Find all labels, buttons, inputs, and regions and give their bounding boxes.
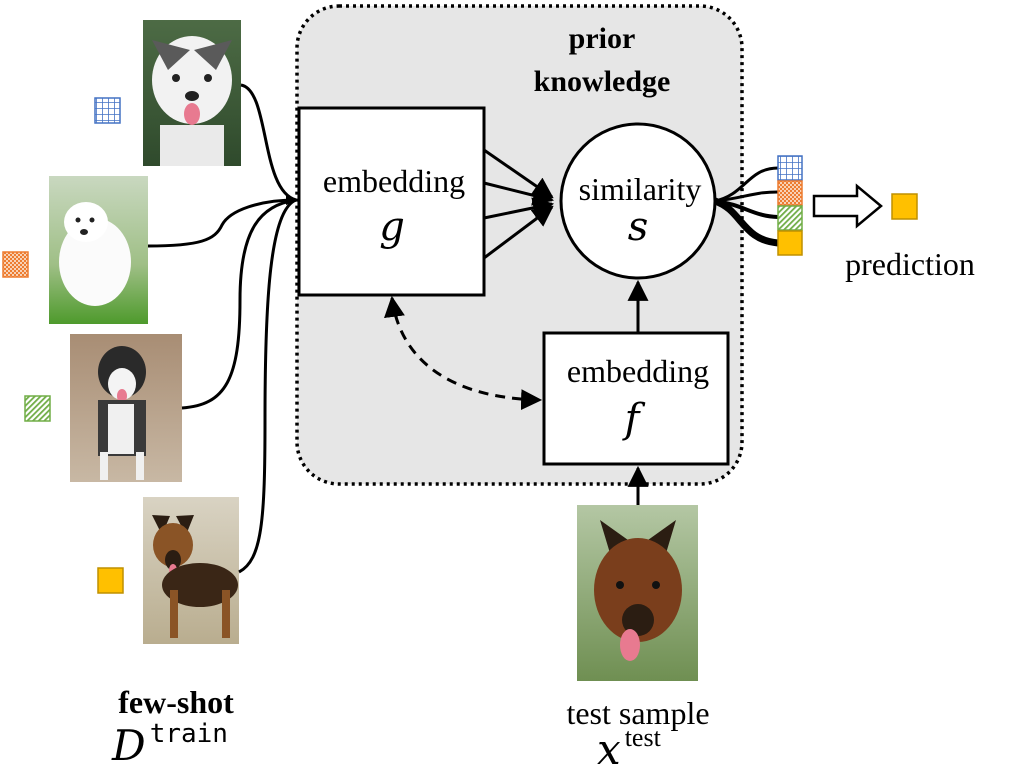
score-square-grid-blue [777,155,803,181]
prediction-label: prediction [845,246,975,282]
support-image-german-shepherd [143,497,239,644]
prior-knowledge-label-line2: knowledge [534,65,671,98]
class-marker-hatch-green [24,395,51,422]
score-square-hatch-green [777,205,803,231]
score-square-checker-orange [777,180,803,206]
test-sample-x: x [597,725,621,770]
class-marker-checker-orange [2,251,29,278]
embedding-g-to-similarity-arrows [483,148,555,260]
few-shot-label: few-shot [118,684,234,720]
shared-embedding-dashed-arrow [384,295,543,411]
support-image-malamute [70,334,182,482]
embedding-g-input-arrowhead [286,195,300,205]
support-to-embedding-g-connectors [147,83,297,574]
prediction-arrow [812,183,883,229]
similarity-output-connectors [713,166,779,247]
score-square-solid-yellow [777,230,803,256]
embedding-g-symbol: g [379,204,405,250]
support-image-husky-puppy [143,20,241,166]
embedding-f-box [542,331,730,466]
class-marker-solid-yellow [97,567,124,594]
train-set-superscript: train [150,719,228,749]
class-marker-grid-blue [94,97,121,124]
train-set-symbol: D train [111,719,228,770]
embedding-g-box [297,106,486,297]
similarity-symbol: s [628,204,649,250]
test-sample-superscript: test [625,723,662,752]
test-sample-symbol: x test [597,723,662,770]
train-set-D: D [111,721,146,770]
predicted-class-square [891,193,918,220]
support-image-samoyed [49,176,148,324]
test-image-german-shepherd [577,505,698,681]
embedding-f-label: embedding [567,353,709,389]
test-sample-label: test sample [566,695,709,731]
similarity-label: similarity [579,171,702,207]
prior-knowledge-label-line1: prior [569,22,636,55]
embedding-g-label: embedding [323,163,465,199]
